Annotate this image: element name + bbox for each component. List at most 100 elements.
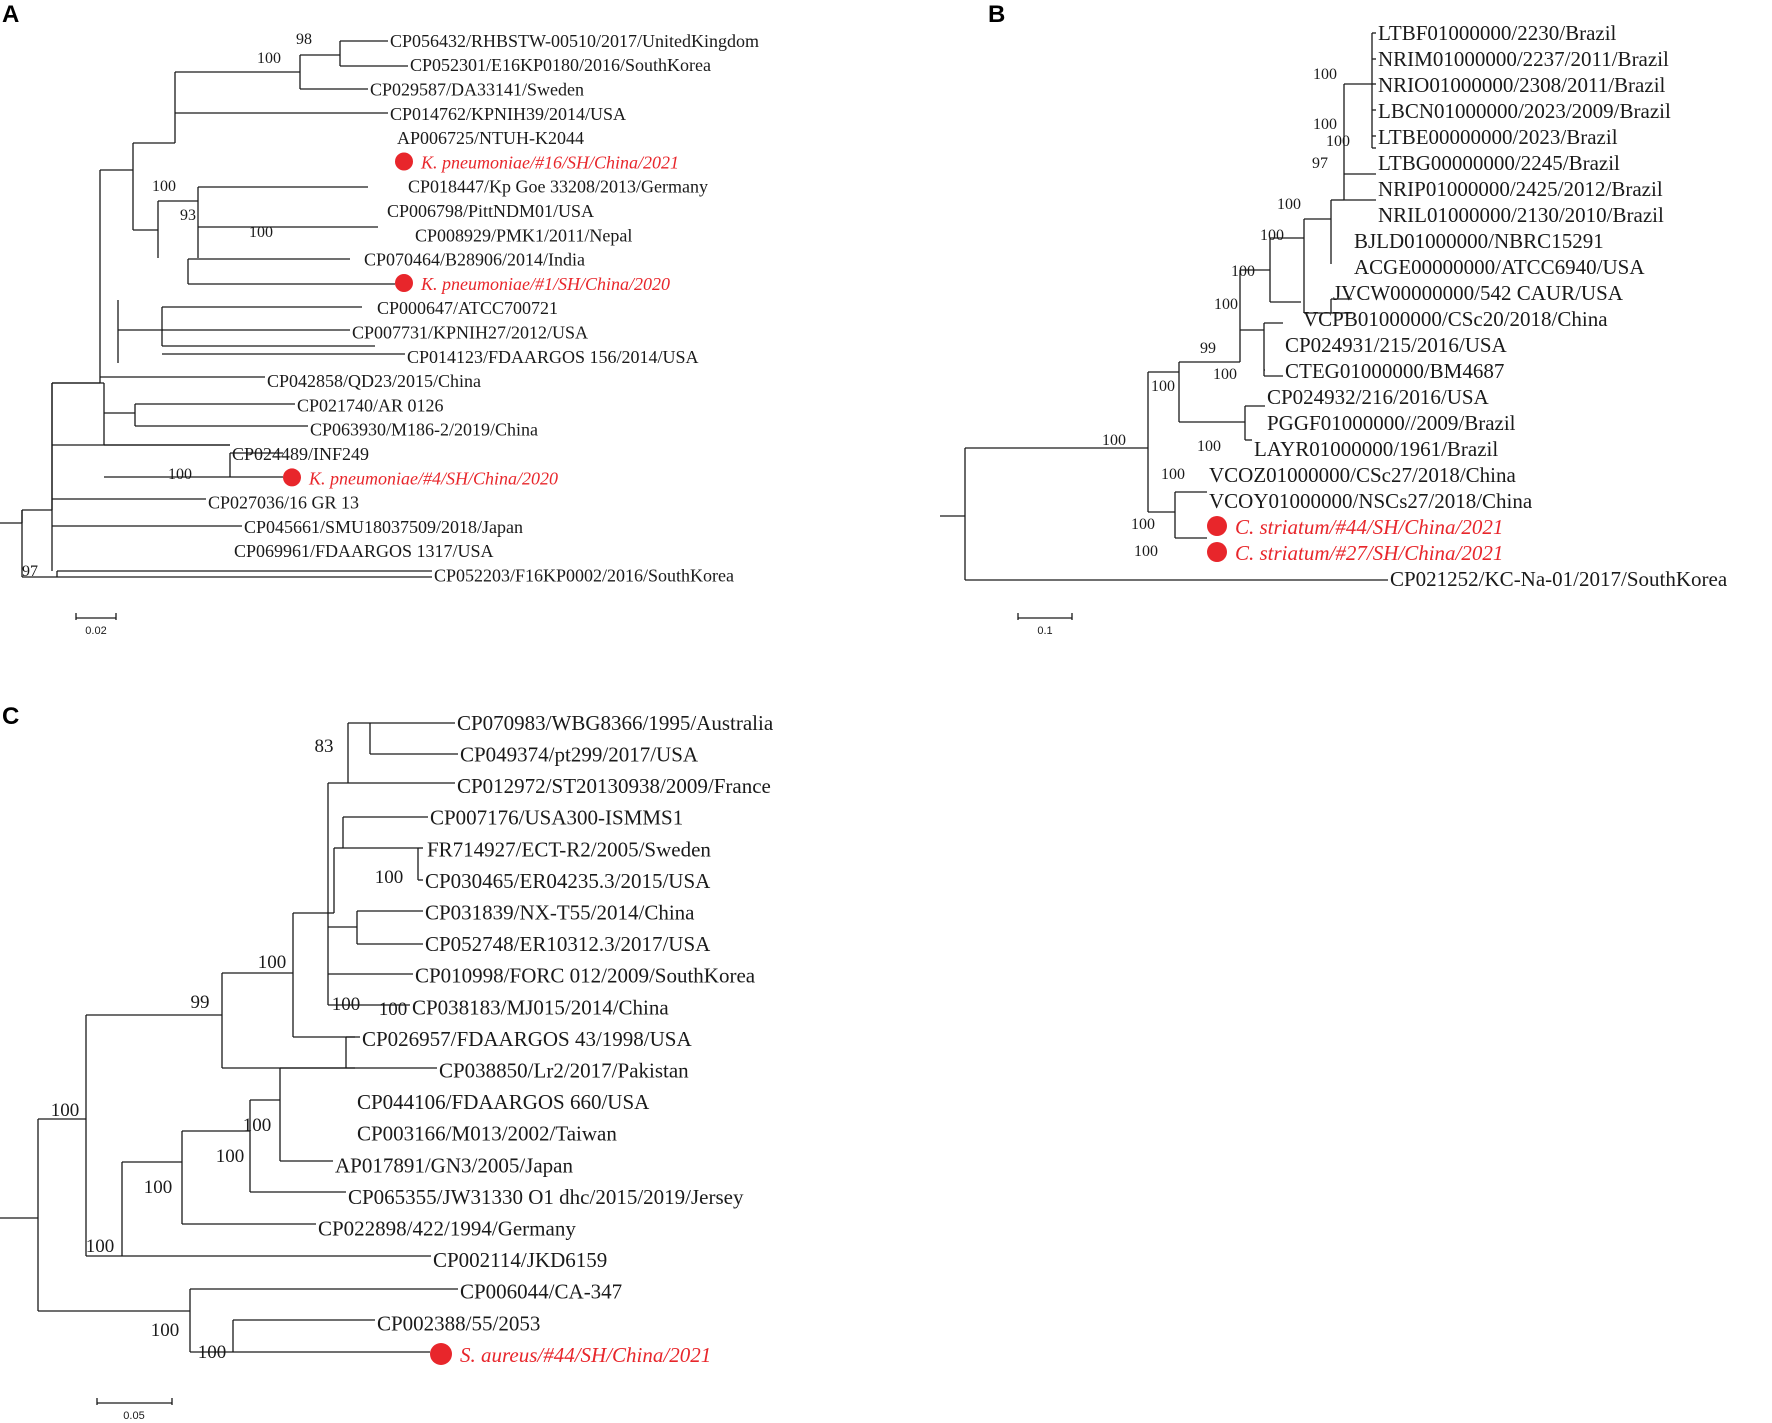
leaf-label: CP052203/F16KP0002/2016/SouthKorea (434, 566, 734, 586)
leaf-label: CP031839/NX-T55/2014/China (425, 901, 695, 925)
leaf-label: CP002114/JKD6159 (433, 1248, 607, 1272)
bootstrap-value: 100 (1161, 466, 1185, 483)
leaf-label: NRIM01000000/2237/2011/Brazil (1378, 47, 1669, 71)
bootstrap-value: 100 (198, 1342, 227, 1363)
highlighted-isolate-label: C. striatum/#27/SH/China/2021 (1235, 541, 1503, 565)
bootstrap-value: 100 (1134, 543, 1158, 560)
bootstrap-value: 100 (249, 224, 273, 241)
bootstrap-value: 100 (144, 1177, 173, 1198)
bootstrap-value: 97 (22, 563, 38, 580)
leaf-label: CP052748/ER10312.3/2017/USA (425, 932, 711, 956)
leaf-label: JVCW00000000/542 CAUR/USA (1333, 281, 1624, 305)
leaf-label: CP052301/E16KP0180/2016/SouthKorea (410, 55, 711, 75)
leaf-label: CP065355/JW31330 O1 dhc/2015/2019/Jersey (348, 1185, 744, 1209)
leaf-label: CP022898/422/1994/Germany (318, 1217, 576, 1241)
leaf-label: CP038183/MJ015/2014/China (412, 995, 669, 1019)
leaf-label: VCOZ01000000/CSc27/2018/China (1209, 463, 1517, 487)
leaf-label: CP029587/DA33141/Sweden (370, 80, 584, 100)
bootstrap-value: 100 (86, 1236, 115, 1257)
bootstrap-value: 100 (152, 178, 176, 195)
bootstrap-value: 100 (1231, 263, 1255, 280)
leaf-label: CP014762/KPNIH39/2014/USA (390, 104, 626, 124)
bootstrap-value: 100 (243, 1115, 272, 1136)
highlighted-isolate-label: K. pneumoniae/#1/SH/China/2020 (420, 274, 670, 294)
highlighted-isolate-label: C. striatum/#44/SH/China/2021 (1235, 515, 1503, 539)
leaf-label: NRIP01000000/2425/2012/Brazil (1378, 177, 1663, 201)
leaf-label: CP021252/KC-Na-01/2017/SouthKorea (1390, 567, 1728, 591)
leaf-label: CP024489/INF249 (232, 444, 369, 464)
leaf-label: AP006725/NTUH-K2044 (397, 128, 584, 148)
leaf-label: CP056432/RHBSTW-00510/2017/UnitedKingdom (390, 31, 759, 51)
bootstrap-value: 100 (216, 1146, 245, 1167)
bootstrap-value: 97 (1312, 155, 1328, 172)
bootstrap-value: 100 (168, 466, 192, 483)
highlighted-isolate-label: S. aureus/#44/SH/China/2021 (460, 1343, 711, 1367)
leaf-label: NRIO01000000/2308/2011/Brazil (1378, 73, 1666, 97)
bootstrap-value: 83 (315, 736, 334, 757)
scale-bar-label: 0.02 (85, 625, 106, 637)
bootstrap-value: 100 (1313, 116, 1337, 133)
leaf-label: CP045661/SMU18037509/2018/Japan (244, 517, 523, 537)
bootstrap-value: 100 (1213, 366, 1237, 383)
leaf-label: LBCN01000000/2023/2009/Brazil (1378, 99, 1671, 123)
leaf-label: CP002388/55/2053 (377, 1311, 540, 1335)
bootstrap-value: 100 (1151, 378, 1175, 395)
highlighted-isolate-label: K. pneumoniae/#4/SH/China/2020 (308, 468, 558, 488)
bootstrap-value: 100 (51, 1100, 80, 1121)
leaf-label: AP017891/GN3/2005/Japan (335, 1153, 573, 1177)
panel-b-letter: B (988, 1, 1005, 28)
leaf-label: FR714927/ECT-R2/2005/Sweden (427, 837, 711, 861)
bootstrap-value: 100 (1277, 196, 1301, 213)
leaf-label: CP000647/ATCC700721 (377, 298, 558, 318)
panel-b-tree: B LTBF01000000/2230/BrazilNRIM01000000/2… (940, 1, 1728, 637)
leaf-label: CP018447/Kp Goe 33208/2013/Germany (408, 177, 708, 197)
panel-a-scale-bar: 0.02 (75, 613, 117, 637)
bootstrap-value: 100 (1214, 296, 1238, 313)
bootstrap-value: 100 (1313, 66, 1337, 83)
leaf-label: NRIL01000000/2130/2010/Brazil (1378, 203, 1664, 227)
leaf-label: CP008929/PMK1/2011/Nepal (415, 225, 632, 245)
leaf-label: CP014123/FDAARGOS 156/2014/USA (407, 347, 699, 367)
leaf-label: CP049374/pt299/2017/USA (460, 743, 699, 767)
leaf-label: BJLD01000000/NBRC15291 (1354, 229, 1604, 253)
leaf-label: CP038850/Lr2/2017/Pakistan (439, 1059, 689, 1083)
leaf-label: CP063930/M186-2/2019/China (310, 420, 538, 440)
bootstrap-value: 100 (1197, 438, 1221, 455)
bootstrap-value: 100 (1131, 516, 1155, 533)
leaf-label: CP024932/216/2016/USA (1267, 385, 1490, 409)
scale-bar-label: 0.1 (1037, 625, 1052, 637)
highlight-dot-icon (395, 152, 413, 171)
leaf-label: CP026957/FDAARGOS 43/1998/USA (362, 1027, 692, 1051)
bootstrap-value: 100 (258, 952, 287, 973)
bootstrap-value: 100 (151, 1320, 180, 1341)
highlight-dot-icon (1207, 516, 1227, 536)
bootstrap-value: 100 (1326, 133, 1350, 150)
bootstrap-value: 100 (379, 999, 408, 1020)
leaf-label: LAYR01000000/1961/Brazil (1254, 437, 1498, 461)
scale-bar-label: 0.05 (123, 1410, 144, 1422)
bootstrap-value: 98 (296, 31, 312, 48)
leaf-label: CP007731/KPNIH27/2012/USA (352, 323, 588, 343)
panel-c-scale-bar: 0.05 (96, 1398, 173, 1422)
bootstrap-value: 100 (375, 867, 404, 888)
bootstrap-value: 100 (1102, 432, 1126, 449)
bootstrap-value: 100 (257, 50, 281, 67)
leaf-label: CP027036/16 GR 13 (208, 493, 359, 513)
bootstrap-value: 100 (332, 994, 361, 1015)
leaf-label: PGGF01000000//2009/Brazil (1267, 411, 1516, 435)
bootstrap-value: 93 (180, 207, 196, 224)
highlight-dot-icon (1207, 542, 1227, 562)
panel-c-tree: C CP070983/WBG8366/1995/AustraliaCP04937… (0, 703, 774, 1422)
panel-c-letter: C (2, 703, 19, 730)
leaf-label: VCOY01000000/NSCs27/2018/China (1209, 489, 1533, 513)
leaf-label: CP044106/FDAARGOS 660/USA (357, 1090, 650, 1114)
leaf-label: CTEG01000000/BM4687 (1285, 359, 1504, 383)
leaf-label: CP021740/AR 0126 (297, 395, 444, 415)
leaf-label: LTBE00000000/2023/Brazil (1378, 125, 1618, 149)
highlighted-isolate-label: K. pneumoniae/#16/SH/China/2021 (420, 152, 679, 172)
leaf-label: CP030465/ER04235.3/2015/USA (425, 869, 711, 893)
highlight-dot-icon (395, 274, 413, 292)
highlight-dot-icon (430, 1343, 452, 1365)
leaf-label: CP042858/QD23/2015/China (267, 371, 481, 391)
